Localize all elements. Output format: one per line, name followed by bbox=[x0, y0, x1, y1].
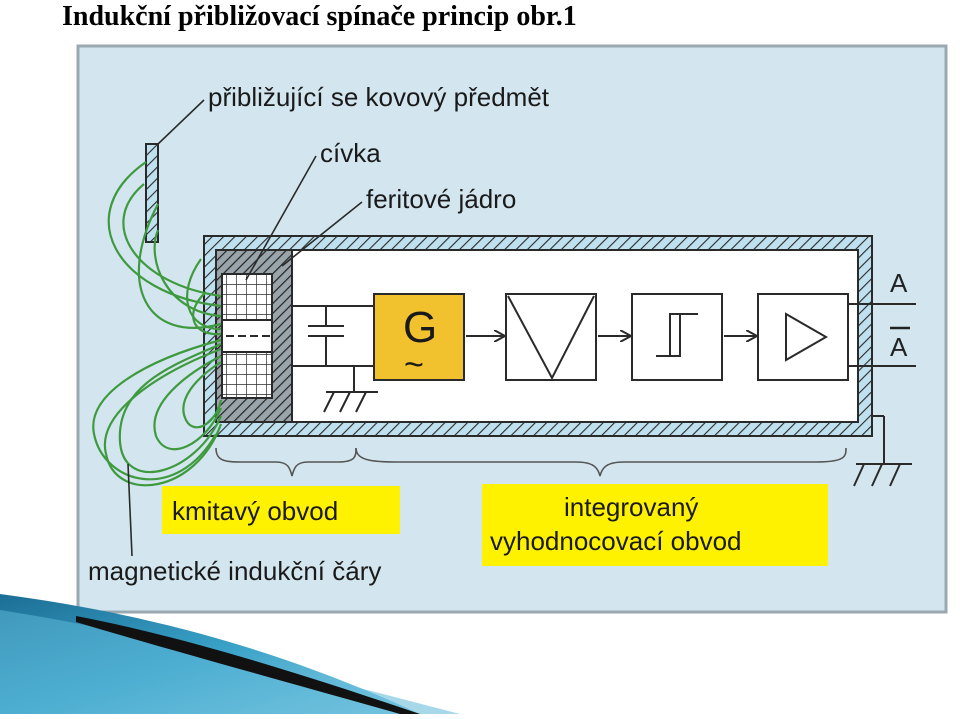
amplifier-icon bbox=[757, 293, 849, 381]
coil-label: cívka bbox=[320, 138, 381, 168]
output-a-neg-label: A bbox=[890, 332, 908, 362]
oscillator-wave: ~ bbox=[404, 346, 424, 384]
field-lines bbox=[92, 161, 223, 487]
metal-object bbox=[145, 143, 159, 243]
leader-metal-object bbox=[157, 99, 205, 145]
output-a-label: A bbox=[890, 268, 908, 298]
oscillator-symbol: G bbox=[403, 303, 437, 352]
integrated-circuit-highlight bbox=[482, 484, 828, 566]
output-lines bbox=[848, 303, 916, 464]
integrated-circuit-label-2: vyhodnocovací obvod bbox=[490, 526, 742, 556]
slide-decoration bbox=[0, 580, 960, 714]
oscillating-circuit-highlight bbox=[162, 486, 400, 534]
rectifier-icon bbox=[505, 293, 597, 381]
ground-icon bbox=[853, 463, 912, 487]
brace-oscillating bbox=[215, 447, 357, 477]
brace-integrated bbox=[355, 447, 847, 477]
leader-field-lines bbox=[127, 463, 133, 557]
slide-title: Indukční přibližovací spínače princip ob… bbox=[62, 1, 577, 32]
capacitor-icon bbox=[292, 305, 374, 367]
oscillating-circuit-label: kmitavý obvod bbox=[172, 496, 338, 526]
sensor-diagram: G ~ A A kmitavý ob bbox=[76, 44, 948, 614]
oscillator-block bbox=[373, 293, 465, 381]
coil-upper bbox=[221, 273, 273, 321]
leader-coil bbox=[245, 155, 317, 281]
ferrite-core-label: feritové jádro bbox=[366, 184, 516, 214]
field-lines-label: magnetické indukční čáry bbox=[88, 556, 381, 586]
ground-icon bbox=[323, 366, 378, 413]
integrated-circuit-label-1: integrovaný bbox=[564, 492, 698, 522]
schmitt-trigger-icon bbox=[631, 293, 723, 381]
leader-ferrite-core bbox=[281, 201, 363, 267]
metal-object-label: přibližující se kovový předmět bbox=[208, 82, 550, 112]
coil-lower bbox=[221, 351, 273, 399]
